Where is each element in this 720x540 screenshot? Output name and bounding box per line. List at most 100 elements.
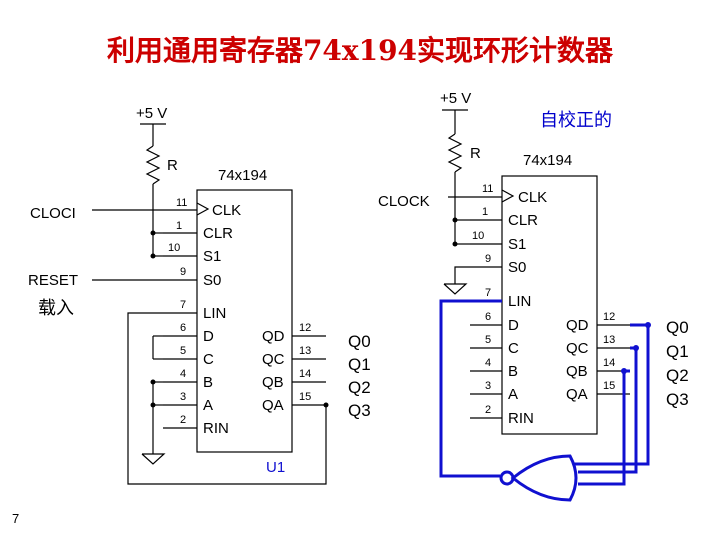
svg-text:C: C <box>508 340 519 357</box>
right-output-q0: Q0 <box>666 318 689 337</box>
left-ground-symbol <box>141 453 166 465</box>
svg-text:QA: QA <box>262 397 284 414</box>
svg-text:QB: QB <box>262 374 284 391</box>
left-output-q1: Q1 <box>348 355 371 374</box>
svg-text:S1: S1 <box>508 236 526 253</box>
svg-text:9: 9 <box>180 266 186 278</box>
right-output-q3: Q3 <box>666 390 689 409</box>
left-chip-right-pins: 12 13 14 15 QD QC QB QA <box>262 322 326 414</box>
left-reset-label: RESET <box>28 272 78 289</box>
svg-text:A: A <box>203 397 213 414</box>
svg-text:2: 2 <box>180 414 186 426</box>
svg-text:5: 5 <box>180 345 186 357</box>
svg-text:RIN: RIN <box>203 420 229 437</box>
svg-text:12: 12 <box>603 311 615 323</box>
left-resistor <box>145 145 161 185</box>
svg-text:11: 11 <box>176 197 187 209</box>
slide-title: 利用通用寄存器74x194实现环形计数器 <box>107 34 614 67</box>
page-number: 7 <box>12 511 19 526</box>
left-chip-body <box>196 189 293 453</box>
right-vcc-label: +5 V <box>440 90 471 107</box>
right-output-q1: Q1 <box>666 342 689 361</box>
svg-text:14: 14 <box>603 357 615 369</box>
svg-text:CLK: CLK <box>518 189 547 206</box>
svg-text:C: C <box>203 351 214 368</box>
svg-text:6: 6 <box>180 322 186 334</box>
left-vcc-label: +5 V <box>136 105 167 122</box>
svg-text:3: 3 <box>180 391 186 403</box>
svg-text:S0: S0 <box>203 272 221 289</box>
svg-text:15: 15 <box>299 391 311 403</box>
right-resistor <box>447 133 463 173</box>
svg-text:15: 15 <box>603 380 615 392</box>
nor-gate <box>510 454 578 502</box>
svg-text:4: 4 <box>485 357 491 369</box>
svg-text:1: 1 <box>176 220 182 232</box>
left-resistor-label: R <box>167 157 178 174</box>
left-output-q2: Q2 <box>348 378 371 397</box>
svg-text:13: 13 <box>299 345 311 357</box>
left-clock-input-label: CLOCI <box>30 205 76 222</box>
left-clk-triangle <box>196 202 210 216</box>
svg-text:QC: QC <box>262 351 285 368</box>
left-junction-dot <box>150 253 156 259</box>
nor-output-wire <box>439 299 502 478</box>
svg-text:CLK: CLK <box>212 202 241 219</box>
right-chip-body <box>501 175 598 435</box>
right-clock-input-label: CLOCK <box>378 193 430 210</box>
svg-text:CLR: CLR <box>203 225 233 242</box>
svg-text:4: 4 <box>180 368 186 380</box>
svg-text:QD: QD <box>262 328 285 345</box>
svg-text:D: D <box>203 328 214 345</box>
svg-text:3: 3 <box>485 380 491 392</box>
right-chip-right-pins: 12 13 14 15 QD QC QB QA <box>566 311 630 403</box>
svg-text:S1: S1 <box>203 248 221 265</box>
left-chip-left-pins: 11 1 10 9 7 6 5 4 3 2 CLK CLR S1 S0 LIN … <box>163 197 241 437</box>
right-ground-symbol <box>443 283 468 295</box>
left-chip-name: 74x194 <box>218 167 267 184</box>
right-clk-triangle <box>501 189 515 203</box>
svg-text:7: 7 <box>485 287 491 299</box>
svg-text:B: B <box>203 374 213 391</box>
svg-text:7: 7 <box>180 299 186 311</box>
svg-text:RIN: RIN <box>508 410 534 427</box>
right-chip-left-pins: 11 1 10 9 7 6 5 4 3 2 CLK CLR S1 S0 LIN … <box>470 183 547 427</box>
left-output-q0: Q0 <box>348 332 371 351</box>
svg-text:12: 12 <box>299 322 311 334</box>
svg-text:S0: S0 <box>508 259 526 276</box>
svg-text:11: 11 <box>482 183 493 195</box>
left-load-label: 载入 <box>38 298 74 319</box>
right-resistor-label: R <box>470 145 481 162</box>
svg-text:14: 14 <box>299 368 311 380</box>
svg-text:5: 5 <box>485 334 491 346</box>
svg-text:QD: QD <box>566 317 589 334</box>
right-output-q2: Q2 <box>666 366 689 385</box>
svg-text:1: 1 <box>482 206 488 218</box>
left-junction-dot <box>150 230 156 236</box>
svg-text:2: 2 <box>485 404 491 416</box>
left-feedback-wire <box>127 312 327 485</box>
svg-text:CLR: CLR <box>508 212 538 229</box>
nor-feedback-network <box>439 299 651 502</box>
left-output-q3: Q3 <box>348 401 371 420</box>
svg-text:A: A <box>508 386 518 403</box>
nor-input-q0 <box>574 323 650 466</box>
right-chip-name: 74x194 <box>523 152 572 169</box>
svg-text:10: 10 <box>168 242 180 254</box>
left-circuit: +5 V R 74x194 11 1 10 9 7 6 5 4 <box>28 105 371 485</box>
svg-text:D: D <box>508 317 519 334</box>
svg-text:QB: QB <box>566 363 588 380</box>
svg-text:QC: QC <box>566 340 589 357</box>
right-circuit: +5 V R 74x194 11 1 10 9 7 6 5 4 <box>378 90 689 502</box>
svg-text:LIN: LIN <box>203 305 226 322</box>
svg-text:13: 13 <box>603 334 615 346</box>
svg-text:10: 10 <box>472 230 484 242</box>
svg-text:LIN: LIN <box>508 293 531 310</box>
svg-text:QA: QA <box>566 386 588 403</box>
svg-text:9: 9 <box>485 253 491 265</box>
self-correcting-note: 自校正的 <box>540 110 612 131</box>
svg-text:B: B <box>508 363 518 380</box>
svg-text:6: 6 <box>485 311 491 323</box>
left-unit-label: U1 <box>266 459 285 476</box>
